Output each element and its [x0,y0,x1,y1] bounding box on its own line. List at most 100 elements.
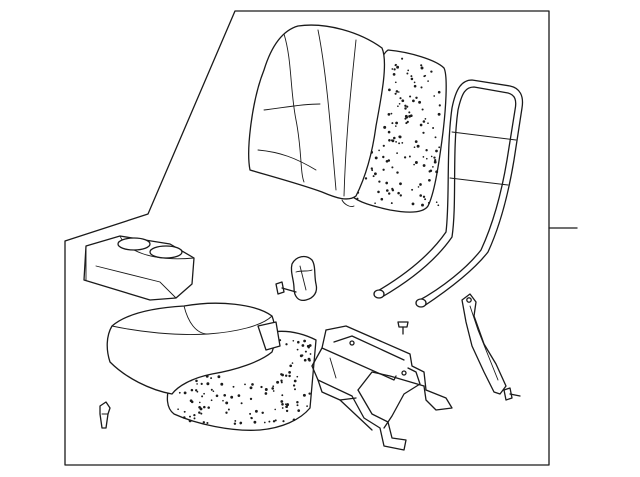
foam-speckle [233,422,237,425]
foam-speckle [432,166,434,168]
foam-speckle [239,422,242,425]
foam-speckle [210,388,213,391]
foam-speckle [249,397,253,401]
foam-speckle [432,127,435,129]
foam-speckle [422,195,426,198]
foam-speckle [388,139,391,142]
foam-speckle [390,202,393,205]
foam-speckle [203,405,206,409]
foam-speckle [308,359,311,362]
knob-screw [275,281,297,295]
foam-speckle [412,99,415,103]
foam-speckle [409,95,412,98]
foam-speckle [374,156,378,160]
foam-speckle [424,74,427,77]
foam-speckle [426,157,428,160]
foam-speckle [413,84,417,88]
foam-speckle [387,113,391,116]
foam-speckle [304,350,307,353]
foam-speckle [435,170,439,174]
foam-speckle [251,383,254,386]
bracket-bolt [503,387,521,401]
foam-speckle [306,405,308,407]
foam-speckle [413,163,415,166]
foam-speckle [250,416,253,419]
foam-speckle [293,379,297,383]
foam-speckle [411,202,415,206]
foam-speckle [200,382,203,385]
foam-speckle [276,380,280,384]
foam-speckle [392,73,396,76]
foam-speckle [297,409,301,412]
foam-speckle [285,405,288,409]
foam-speckle [201,395,204,398]
foam-speckle [420,66,424,70]
foam-speckle [422,164,426,167]
foam-speckle [292,418,296,422]
foam-speckle [399,182,402,186]
foam-speckle [301,344,305,347]
foam-speckle [390,112,393,115]
foam-speckle [308,392,311,395]
foam-speckle [401,142,404,144]
foam-speckle [401,99,405,103]
foam-speckle [415,96,418,100]
foam-speckle [195,389,198,392]
foam-speckle [410,77,414,81]
foam-speckle [394,64,397,67]
foam-speckle [419,183,422,186]
foam-speckle [430,155,433,158]
foam-speckle [296,375,299,378]
foam-speckle [249,412,252,415]
foam-speckle [433,95,436,97]
foam-speckle [199,407,203,411]
foam-speckle [193,417,196,420]
foam-speckle [196,390,199,393]
foam-speckle [260,385,263,389]
foam-speckle [385,189,389,192]
foam-speckle [264,388,268,391]
foam-speckle [383,125,387,129]
foam-speckle [210,399,213,402]
foam-speckle [291,362,294,364]
foam-speckle [272,390,275,392]
foam-speckle [391,166,394,169]
foam-speckle [225,401,229,405]
foam-speckle [437,90,441,94]
foam-speckle [407,69,410,72]
foam-speckle [222,399,224,402]
foam-speckle [433,160,437,164]
foam-speckle [406,120,409,124]
foam-speckle [206,382,210,386]
foam-speckle [422,156,425,158]
foam-speckle [395,121,398,125]
foam-speckle [253,420,257,424]
foam-speckle [372,175,375,178]
foam-speckle [374,202,376,204]
foam-speckle [414,140,418,143]
foam-speckle [307,346,310,349]
foam-speckle [438,146,441,149]
foam-speckle [425,149,428,152]
foam-speckle [382,155,385,159]
foam-speckle [393,68,396,71]
foam-speckle [280,381,283,384]
foam-speckle [356,197,359,200]
foam-speckle [296,400,299,404]
foam-speckle [416,144,420,148]
foam-speckle [408,111,411,114]
recliner-knob [290,255,318,302]
foam-speckle [196,383,198,385]
foam-speckle [234,419,237,422]
foam-speckle [193,413,196,417]
foam-speckle [285,409,289,413]
foam-speckle [178,391,181,394]
foam-speckle [435,149,438,153]
foam-speckle [413,146,416,149]
foam-speckle [183,410,186,413]
foam-speckle [237,394,241,397]
foam-speckle [421,108,424,111]
foam-speckle [430,70,433,73]
foam-speckle [424,198,427,201]
